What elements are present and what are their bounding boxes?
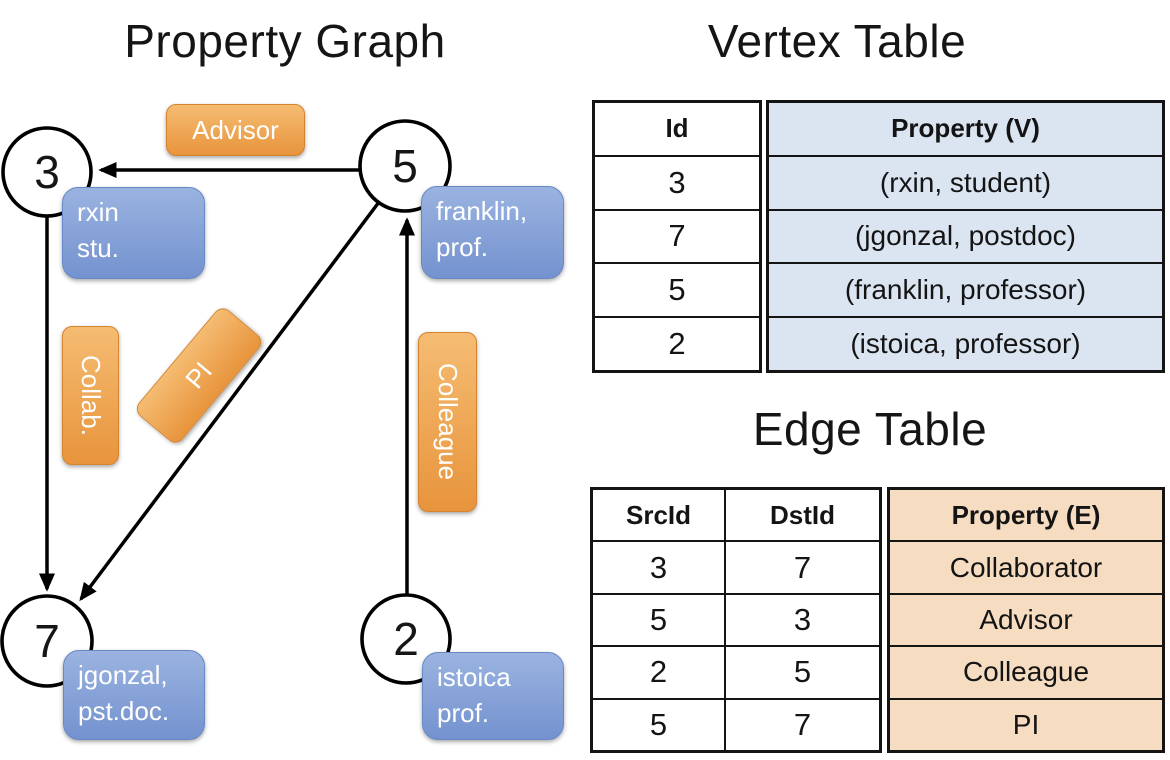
- edge-dst-cell: 7: [724, 542, 879, 593]
- node-id-5: 5: [392, 140, 418, 192]
- edge-src-cell: 3: [649, 549, 668, 585]
- vertex-property-line: istoica: [437, 662, 511, 692]
- edge-dst-cell: 3: [724, 594, 879, 646]
- vertex-property-cell: (jgonzal, postdoc): [854, 220, 1076, 252]
- edge-property-cell: Collaborator: [949, 551, 1103, 583]
- edge-table-property-column: Property (E) Collaborator Advisor Collea…: [887, 487, 1165, 753]
- edge-src-header: SrcId: [625, 499, 692, 530]
- edge-property-header: Property (E): [951, 499, 1101, 530]
- edge-label-colleague: Colleague: [418, 332, 477, 512]
- node-id-2: 2: [393, 613, 419, 665]
- edge-src-cell: 2: [649, 654, 668, 690]
- vertex-property-box-5: franklin, prof.: [421, 186, 564, 279]
- edge-src-cell: 5: [649, 602, 668, 638]
- vertex-id-cell: 2: [668, 326, 686, 362]
- vertex-table-id-column: Id 3 7 5 2: [592, 100, 762, 373]
- edge-label-advisor-text: Advisor: [192, 114, 279, 145]
- edge-property-cell: Colleague: [962, 656, 1090, 688]
- vertex-property-line: franklin,: [436, 196, 528, 226]
- vertex-property-header: Property (V): [891, 113, 1040, 144]
- edge-dst-cell: 7: [724, 699, 879, 751]
- vertex-property-line: rxin: [77, 197, 119, 227]
- edge-dst-cell: 5: [724, 647, 879, 698]
- vertex-property-box-7: jgonzal, pst.doc.: [63, 650, 205, 740]
- vertex-id-header: Id: [665, 113, 689, 144]
- vertex-property-cell: (istoica, professor): [850, 328, 1081, 360]
- vertex-table-property-column: Property (V) (rxin, student) (jgonzal, p…: [766, 100, 1165, 373]
- edge-label-pi-text: PI: [179, 356, 219, 395]
- vertex-property-box-3: rxin stu.: [62, 187, 205, 279]
- edge-table-title: Edge Table: [752, 403, 988, 455]
- vertex-property-line: stu.: [77, 232, 119, 263]
- vertex-id-cell: 5: [668, 272, 686, 308]
- vertex-id-cell: 3: [668, 164, 686, 200]
- edge-label-advisor: Advisor: [166, 104, 305, 156]
- edge-table-id-columns: SrcId DstId 3 7 5 3 2 5 5 7: [590, 487, 882, 753]
- vertex-property-box-2: istoica prof.: [422, 652, 564, 740]
- vertex-property-line: prof.: [437, 697, 490, 728]
- edge-property-cell: Advisor: [979, 604, 1073, 636]
- edge-label-collab: Collab.: [62, 326, 119, 465]
- vertex-table-title: Vertex Table: [707, 15, 967, 67]
- vertex-property-cell: (rxin, student): [879, 166, 1052, 198]
- vertex-property-line: prof.: [436, 231, 489, 262]
- edge-label-colleague-text: Colleague: [433, 363, 463, 481]
- vertex-id-cell: 7: [668, 218, 686, 254]
- vertex-property-line: pst.doc.: [78, 695, 170, 726]
- edge-pi-5-to-7: [79, 200, 381, 602]
- edge-src-cell: 5: [649, 706, 668, 742]
- vertex-property-cell: (franklin, professor): [844, 274, 1087, 306]
- node-id-7: 7: [34, 615, 60, 667]
- edge-dst-header: DstId: [724, 490, 879, 541]
- node-id-3: 3: [34, 146, 60, 198]
- edge-label-collab-text: Collab.: [76, 355, 106, 436]
- edge-property-cell: PI: [1012, 708, 1040, 740]
- property-graph-title: Property Graph: [124, 15, 446, 67]
- vertex-property-line: jgonzal,: [78, 660, 168, 690]
